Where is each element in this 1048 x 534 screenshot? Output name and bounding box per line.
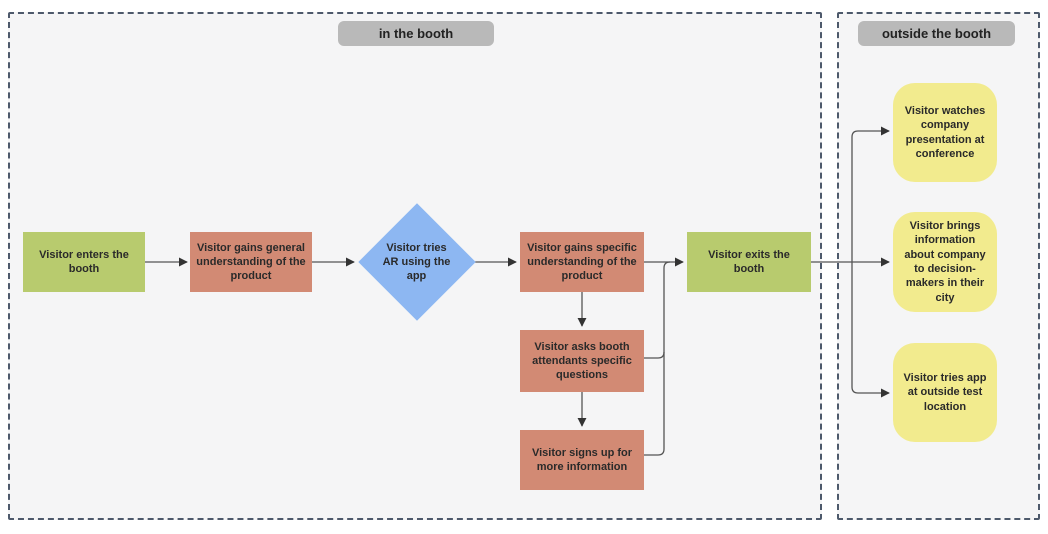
node-label: Visitor exits the booth — [708, 248, 790, 275]
node-label: Visitor asks booth attendants specific q… — [532, 340, 632, 382]
node-signs-up-more-information[interactable]: Visitor signs up for more information — [520, 430, 644, 490]
node-visitor-enters-booth[interactable]: Visitor enters the booth — [23, 232, 145, 292]
node-watches-company-presentation[interactable]: Visitor watches company presentation at … — [893, 83, 997, 182]
node-tries-app-outside-test-location[interactable]: Visitor tries app at outside test locati… — [893, 343, 997, 442]
section-title-outside-the-booth: outside the booth — [858, 21, 1015, 46]
node-label: Visitor signs up for more information — [531, 446, 633, 473]
node-gains-specific-understanding[interactable]: Visitor gains specific understanding of … — [520, 232, 644, 292]
section-title-in-the-booth: in the booth — [338, 21, 494, 46]
node-label: Visitor gains specific understanding of … — [527, 241, 637, 283]
node-visitor-exits-booth[interactable]: Visitor exits the booth — [687, 232, 811, 292]
node-label: Visitor enters the booth — [39, 248, 129, 275]
node-label: Visitor tries app at outside test locati… — [903, 372, 987, 413]
node-label: Visitor gains general understanding of t… — [196, 241, 306, 283]
node-gains-general-understanding[interactable]: Visitor gains general understanding of t… — [190, 232, 312, 292]
node-label: Visitor brings information about company… — [904, 220, 986, 304]
node-label: Visitor watches company presentation at … — [904, 104, 986, 160]
node-brings-information-decision-makers[interactable]: Visitor brings information about company… — [893, 212, 997, 312]
node-asks-booth-attendants[interactable]: Visitor asks booth attendants specific q… — [520, 330, 644, 392]
node-label: Visitor tries AR using the app — [382, 241, 451, 283]
node-tries-ar-decision[interactable]: Visitor tries AR using the app — [357, 203, 476, 321]
